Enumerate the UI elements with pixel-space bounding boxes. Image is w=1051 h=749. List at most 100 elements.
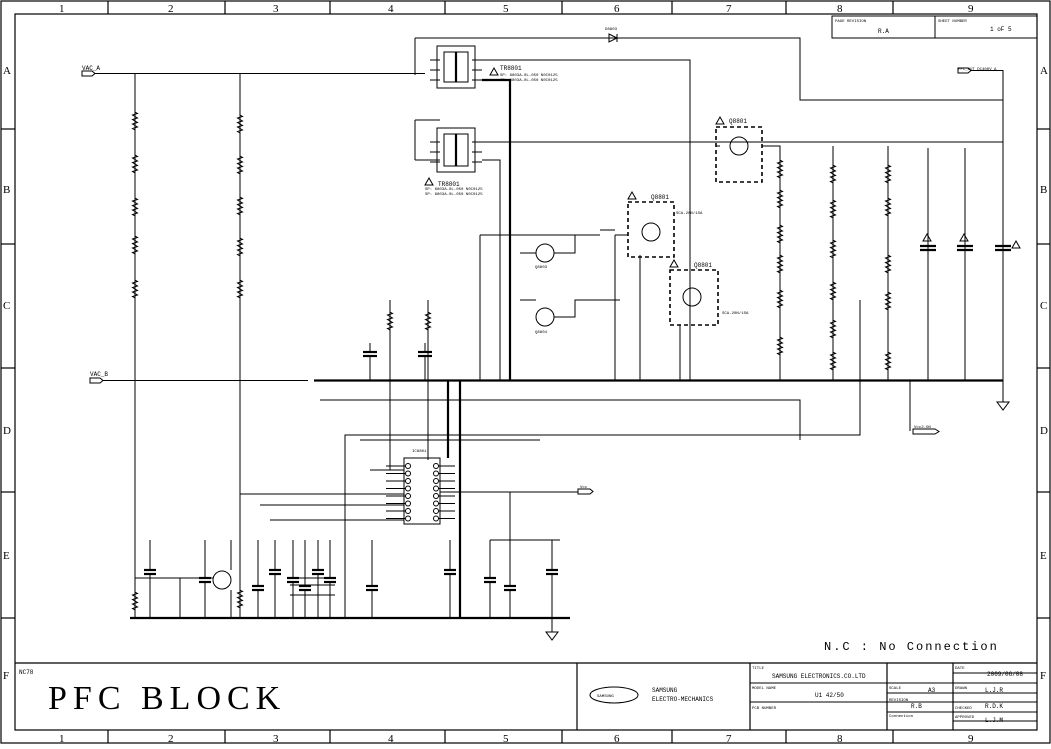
ac-input-wiring: VAC_A VAC_B [81, 65, 1003, 384]
ladder-out1-resistor [776, 189, 784, 209]
vac-a-port [81, 70, 96, 77]
block-title: PFC BLOCK [48, 680, 286, 717]
transistor-q [135, 540, 232, 618]
ladder-left-resistor [131, 197, 139, 217]
grid-col-label-top: 1 [59, 3, 65, 15]
ic-pin-right [433, 515, 439, 522]
grid-col-label-bottom: 3 [273, 733, 279, 744]
grid-col-label-top: 6 [614, 3, 620, 15]
ladder-left-resistor [131, 279, 139, 299]
revision-value: R.B [911, 703, 922, 710]
ic-pin-right [433, 508, 439, 514]
grid-col-label-bottom: 7 [726, 733, 732, 744]
svg-text:SCA-20N/1SA: SCA-20N/1SA [676, 211, 703, 216]
q-top-label: Q8801 [729, 118, 747, 125]
ladder-out3-resistor [884, 164, 892, 184]
ladder-out3-resistor [884, 351, 892, 371]
vac-b-label: VAC_B [90, 371, 108, 378]
grid-col-label-bottom: 6 [614, 733, 620, 744]
tr-bottom-label: TR8801 [438, 181, 460, 188]
ladder-right-resistor [236, 279, 244, 299]
grid-col-label-top: 4 [388, 3, 394, 15]
ic-pin-left [405, 478, 411, 484]
grid-row-label-left: A [3, 65, 11, 77]
company-sub2: ELECTRO-MECHANICS [652, 696, 714, 703]
page-revision-value: R.A [878, 28, 889, 35]
grid-row-label-left: F [3, 670, 9, 682]
ic-pin-right [433, 478, 439, 484]
svg-text:SCA-20N/1SA: SCA-20N/1SA [722, 311, 749, 316]
bridge-diode-2: Q8804 [520, 299, 620, 335]
ladder-left-resistor [131, 591, 139, 611]
transformer-bottom: TR8801 SP: 6803A-0L-050 N0C0125 SP: 6803… [424, 127, 483, 197]
tr-top-label: TR8801 [500, 65, 522, 72]
title-label: TITLE [752, 667, 765, 671]
date-label: DATE [955, 667, 965, 671]
ladder-left-resistor [131, 111, 139, 131]
vcc-label: Vcc [580, 486, 588, 490]
grid-col-label-top: 5 [503, 3, 509, 15]
grid-row-label-left: D [3, 425, 11, 437]
ic-pin-left [405, 470, 411, 477]
ladder-out2-resistor [829, 319, 837, 339]
sheet-number-value: 1 oF 5 [990, 26, 1012, 33]
mosfet-top: Q8801 [715, 115, 763, 183]
ladder-out3-resistor [884, 291, 892, 311]
ladder-out2-resistor [829, 199, 837, 219]
grid-row-label-left: E [3, 550, 10, 562]
diode-top-label: D8803 [605, 28, 618, 32]
model-name-label: MODEL NAME [752, 687, 777, 691]
ic-pin-left [405, 493, 411, 499]
output-capacitors [920, 100, 1021, 380]
lower-bus [490, 492, 560, 541]
filter-bus [290, 577, 335, 596]
company-sub1: SAMSUNG [652, 687, 678, 694]
lower-component-row [144, 492, 560, 618]
ladder-out2-resistor [829, 164, 837, 184]
bridge-diode-1: Q8803 [520, 235, 576, 270]
mosfet-mid: Q8801 SCA-20N/1SA [627, 190, 703, 258]
vac-a-label: VAC_A [82, 65, 100, 72]
inner-border [14, 13, 1038, 731]
svg-text:SP: 6803A-0L-050 N0C0125: SP: 6803A-0L-050 N0C0125 [500, 74, 558, 78]
ic-pin-left [405, 500, 411, 507]
grid-col-label-top: 2 [168, 3, 174, 15]
ic-pin-right [433, 500, 439, 507]
page-revision-label: PAGE REVISION [835, 20, 867, 24]
grid-row-label-right: C [1040, 300, 1047, 312]
grid-col-label-top: 3 [273, 3, 279, 15]
checked-value: R.D.K [985, 703, 1003, 710]
date-value: 2009/06/08 [987, 671, 1023, 678]
ladder-out1-resistor [776, 159, 784, 179]
ladder-mid2-resistor [424, 311, 432, 331]
ladder-out1-resistor [776, 254, 784, 274]
ground-right [996, 380, 1010, 411]
bd1-label: Q8803 [535, 266, 548, 270]
grid-row-label-right: A [1040, 65, 1048, 77]
input-resistor-ladders [131, 73, 432, 618]
grid-row-label-right: D [1040, 425, 1048, 437]
grid-col-label-bottom: 2 [168, 733, 174, 744]
pfc-controller-ic: IC8801 [386, 450, 455, 525]
vac-b-port [89, 377, 104, 384]
ic-pin-right [433, 470, 439, 477]
ladder-right-resistor [236, 589, 244, 609]
ladder-right-resistor [236, 155, 244, 175]
sheet-number-label: SHEET NUMBER [938, 20, 967, 24]
pcb-number-label: PCB NUMBER [752, 707, 777, 711]
pfc-out-port [957, 67, 972, 74]
logo-text: SAMSUNG [597, 695, 614, 699]
grid-col-label-bottom: 9 [968, 733, 974, 744]
ladder-left-resistor [131, 154, 139, 174]
ic-pin-right [433, 485, 439, 492]
samsung-logo [589, 686, 639, 704]
ladder-out1-resistor [776, 224, 784, 244]
bd2-label: Q8804 [535, 331, 548, 335]
grid-col-label-bottom: 8 [837, 733, 843, 744]
drawn-label: DRAWN [955, 687, 968, 691]
connection-label: Connection [889, 714, 914, 719]
grid-row-label-right: E [1040, 550, 1047, 562]
grid-col-label-top: 8 [837, 3, 843, 15]
